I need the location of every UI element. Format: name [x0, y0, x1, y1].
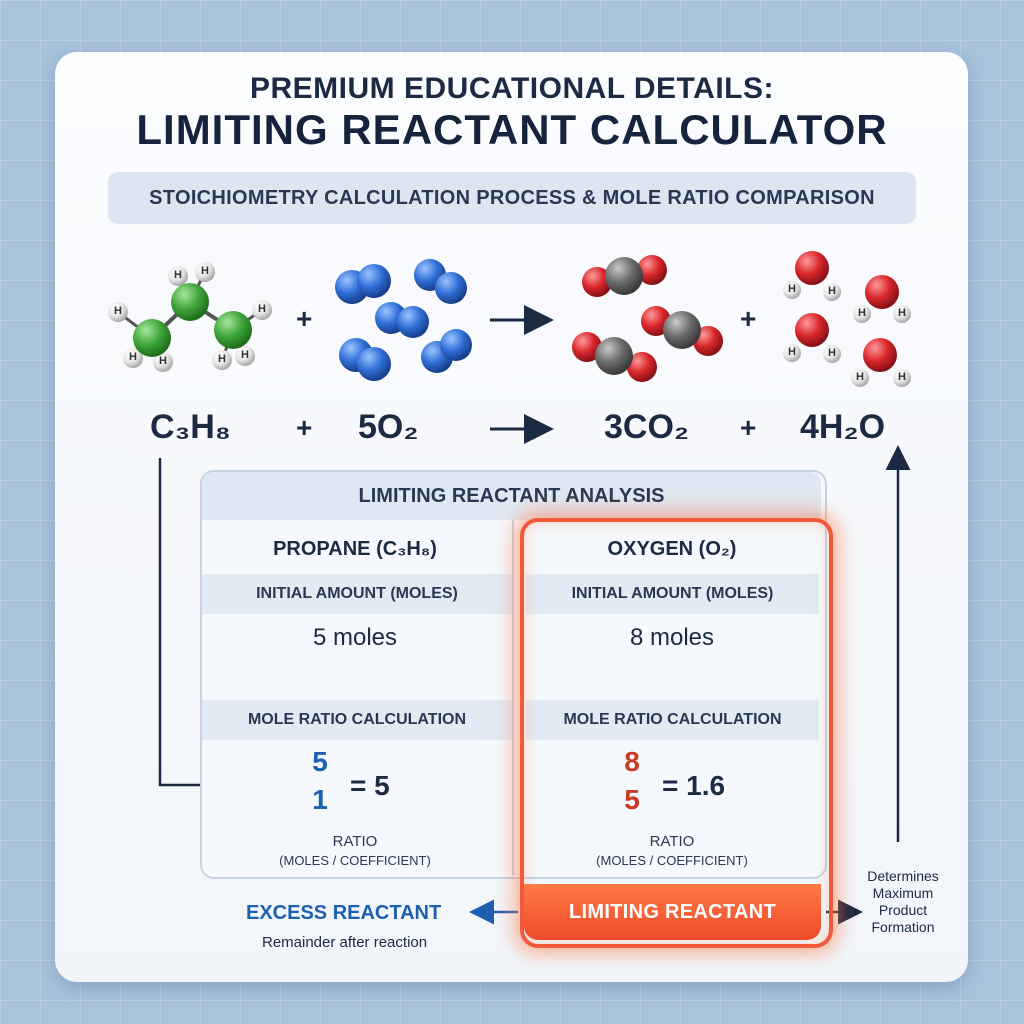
propane-ratio-caption-2: (MOLES / COEFFICIENT) [279, 853, 431, 868]
co2-molecules [572, 255, 723, 382]
determines-text: Determines Maximum Product Formation [848, 868, 958, 936]
hydrogen-label: H [201, 265, 209, 277]
propane-numerator: 5 [312, 746, 328, 777]
excess-reactant-label: EXCESS REACTANT [246, 902, 442, 924]
limiting-reactant-label: LIMITING REACTANT [524, 884, 821, 940]
oxygen-numerator: 8 [624, 746, 640, 777]
molecule-plus-1: + [296, 303, 313, 334]
hydrogen-label: H [174, 269, 182, 281]
limiting-highlight-box [520, 518, 833, 948]
hydrogen-label: H [828, 285, 836, 297]
hydrogen-label: H [114, 305, 122, 317]
propane-title: PROPANE (C₃H₈) [273, 538, 437, 560]
page-title: LIMITING REACTANT CALCULATOR [136, 106, 888, 153]
formula-water: 4H₂O [800, 408, 886, 446]
formula-co2: 3CO₂ [604, 408, 690, 446]
hydrogen-label: H [858, 307, 866, 319]
hydrogen-label: H [218, 353, 226, 365]
hydrogen-label: H [129, 351, 137, 363]
determines-line-1: Determines [867, 868, 939, 884]
formula-plus-1: + [296, 412, 313, 443]
formula-plus-2: + [740, 412, 757, 443]
hydrogen-label: H [898, 307, 906, 319]
propane-moles: 5 moles [312, 624, 398, 651]
propane-ratio-caption-1: RATIO [332, 833, 378, 850]
oxygen-moles: 8 moles [629, 624, 715, 651]
hydrogen-label: H [241, 349, 249, 361]
hydrogen-label: H [788, 283, 796, 295]
hydrogen-label: H [159, 355, 167, 367]
oxygen-denominator: 5 [624, 784, 640, 815]
oxygen-title: OXYGEN (O₂) [607, 538, 737, 560]
subtitle-bar: STOICHIOMETRY CALCULATION PROCESS & MOLE… [108, 172, 916, 224]
hydrogen-label: H [788, 346, 796, 358]
oxygen-ratio-caption-1: RATIO [649, 833, 695, 850]
molecule-plus-2: + [740, 303, 757, 334]
oxygen-initial-label: INITIAL AMOUNT (MOLES) [526, 574, 819, 614]
oxygen-ratio-label: MOLE RATIO CALCULATION [526, 700, 819, 740]
determines-line-2: Maximum [872, 885, 934, 901]
oxygen-ratio-result: = 1.6 [662, 770, 726, 801]
oxygen-molecules [335, 259, 472, 381]
propane-ratio-result: = 5 [350, 770, 390, 801]
title-line1: PREMIUM EDUCATIONAL DETAILS: [250, 72, 774, 105]
water-molecules [783, 251, 911, 387]
hydrogen-label: H [828, 347, 836, 359]
hydrogen-label: H [898, 371, 906, 383]
column-divider [512, 520, 514, 875]
oxygen-ratio-caption-2: (MOLES / COEFFICIENT) [596, 853, 748, 868]
hydrogen-label: H [258, 303, 266, 315]
determines-line-3: Product [878, 902, 928, 918]
hydrogen-label: H [856, 371, 864, 383]
formula-oxygen: 5O₂ [358, 408, 419, 446]
formula-propane: C₃H₈ [150, 408, 231, 446]
propane-ratio-label: MOLE RATIO CALCULATION [202, 700, 512, 740]
determines-line-4: Formation [871, 919, 935, 935]
analysis-header: LIMITING REACTANT ANALYSIS [202, 472, 821, 520]
propane-denominator: 1 [312, 784, 328, 815]
propane-molecule [108, 262, 272, 372]
propane-initial-label: INITIAL AMOUNT (MOLES) [202, 574, 512, 614]
remainder-text: Remainder after reaction [262, 934, 428, 951]
